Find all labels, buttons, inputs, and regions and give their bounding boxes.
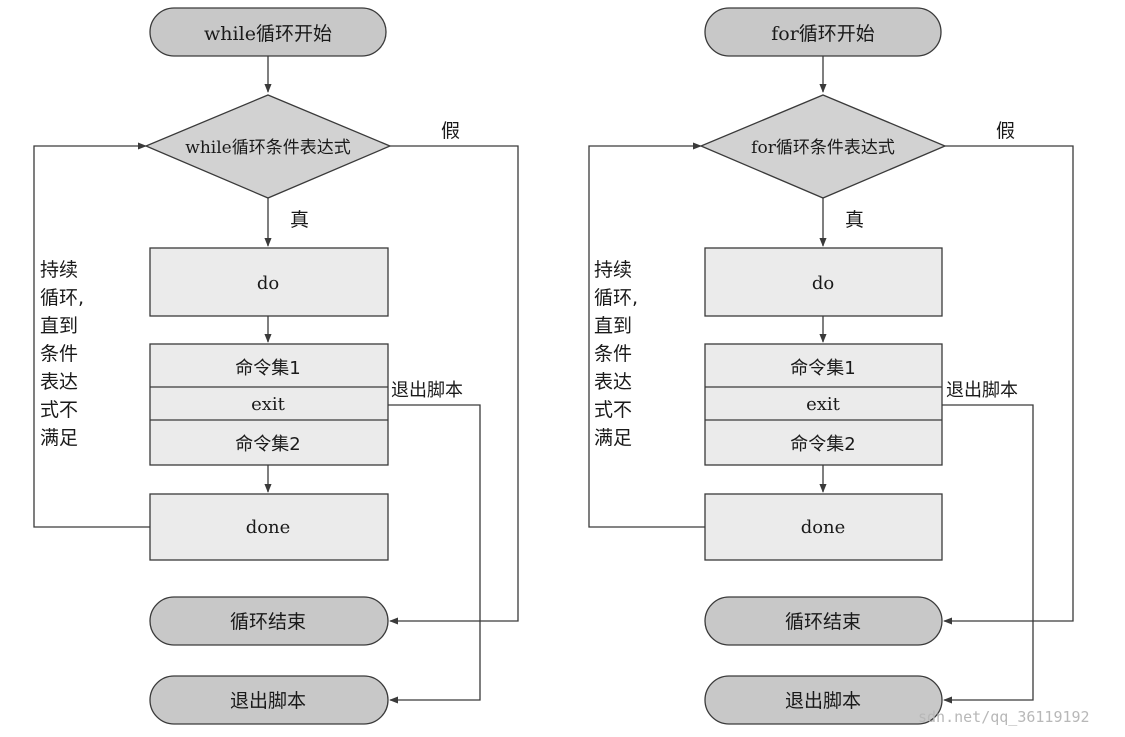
for-false-line xyxy=(943,145,1074,625)
for-loop-note-line: 条件 xyxy=(594,343,632,365)
for-start-terminal xyxy=(704,7,942,57)
for-exit-script-terminal xyxy=(704,675,943,725)
while-start-terminal xyxy=(149,7,387,57)
for-loop-end-terminal xyxy=(704,596,943,646)
while-do-box xyxy=(149,247,389,317)
while-true-label: 真 xyxy=(290,209,309,231)
for-do-label: do xyxy=(812,273,834,294)
for-loop-end-label: 循环结束 xyxy=(785,611,861,633)
while-loop-note-line: 条件 xyxy=(40,343,78,365)
while-loop-note-line: 表达 xyxy=(40,371,78,393)
while-do-label: do xyxy=(257,273,279,294)
for-loop-note: 持续 循环, 直到 条件 表达 式不 满足 xyxy=(594,259,638,449)
for-condition-diamond xyxy=(699,94,947,199)
for-loop-back-line xyxy=(588,142,705,528)
for-condition-label: for循环条件表达式 xyxy=(751,138,895,158)
while-exit-script-note: 退出脚本 xyxy=(391,380,463,401)
for-loop-note-line: 直到 xyxy=(594,315,632,337)
while-loop-end-label: 循环结束 xyxy=(230,611,306,633)
while-cmd2-label: 命令集2 xyxy=(235,434,300,455)
for-done-box xyxy=(704,493,943,561)
while-flowchart: while循环开始 while循环条件表达式 真 假 do 命令集1 exit … xyxy=(33,7,519,725)
while-exit-script-label: 退出脚本 xyxy=(230,690,306,712)
for-cmd2-label: 命令集2 xyxy=(790,434,855,455)
while-loop-note-line: 式不 xyxy=(40,399,78,421)
for-loop-note-line: 式不 xyxy=(594,399,632,421)
while-condition-diamond xyxy=(144,94,392,199)
for-loop-note-line: 循环, xyxy=(594,287,638,309)
while-exit-label: exit xyxy=(251,394,286,415)
while-false-label: 假 xyxy=(441,120,460,142)
for-false-label: 假 xyxy=(996,120,1015,142)
for-flowchart: for循环开始 for循环条件表达式 真 假 do 命令集1 exit 命令集2… xyxy=(588,7,1074,725)
while-loop-back-line xyxy=(33,142,150,528)
while-connectors xyxy=(33,56,519,704)
while-condition-label: while循环条件表达式 xyxy=(185,138,350,158)
while-loop-note-line: 持续 xyxy=(40,259,78,281)
while-done-label: done xyxy=(246,517,291,538)
while-loop-note-line: 直到 xyxy=(40,315,78,337)
for-connectors xyxy=(588,56,1074,704)
for-exit-line xyxy=(942,404,1034,704)
for-exit-script-note: 退出脚本 xyxy=(946,380,1018,401)
while-loop-note-line: 满足 xyxy=(40,427,78,449)
while-false-line xyxy=(389,145,519,625)
for-do-box xyxy=(704,247,943,317)
for-loop-note-line: 满足 xyxy=(594,427,632,449)
for-exit-label: exit xyxy=(806,394,841,415)
while-loop-end-terminal xyxy=(149,596,389,646)
for-exit-script-label: 退出脚本 xyxy=(785,690,861,712)
while-done-box xyxy=(149,493,389,561)
for-loop-note-line: 持续 xyxy=(594,259,632,281)
for-loop-note-line: 表达 xyxy=(594,371,632,393)
while-loop-note: 持续 循环, 直到 条件 表达 式不 满足 xyxy=(40,259,84,449)
while-exit-script-terminal xyxy=(149,675,389,725)
watermark-text: sdn.net/qq_36119192 xyxy=(918,708,1090,726)
for-start-label: for循环开始 xyxy=(771,23,875,45)
while-start-label: while循环开始 xyxy=(204,23,332,45)
for-command-block xyxy=(704,343,943,466)
for-true-label: 真 xyxy=(845,209,864,231)
while-loop-note-line: 循环, xyxy=(40,287,84,309)
for-done-label: done xyxy=(801,517,846,538)
for-cmd1-label: 命令集1 xyxy=(790,358,855,379)
while-exit-line xyxy=(388,404,481,704)
while-cmd1-label: 命令集1 xyxy=(235,358,300,379)
while-command-block xyxy=(149,343,389,466)
